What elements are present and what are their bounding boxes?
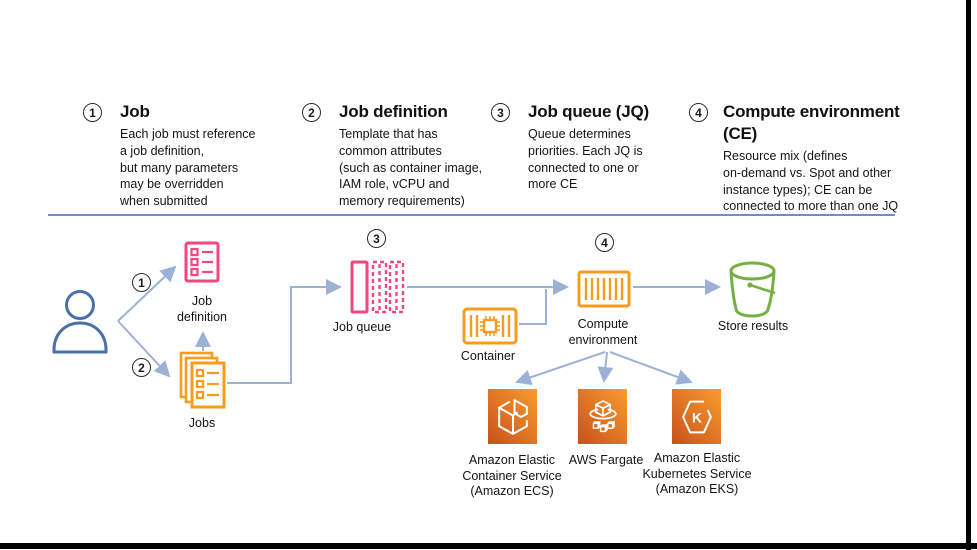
legend-desc-job: Each job must reference a job definition… [120, 127, 256, 209]
diagram-badge-4: 4 [595, 233, 614, 252]
label-ecs: Amazon Elastic Container Service (Amazon… [462, 453, 562, 498]
arrow-ce-to-eks [609, 351, 693, 385]
legend-item-compute-environment: Compute environment (CE) Resource mix (d… [723, 101, 933, 215]
legend-item-job-queue: Job queue (JQ) Queue determines prioriti… [528, 101, 693, 193]
legend-title-job-queue: Job queue (JQ) [528, 102, 649, 121]
jobs-icon [179, 351, 226, 409]
legend-desc-job-definition: Template that has common attributes (suc… [339, 127, 483, 209]
svg-text:K: K [692, 409, 702, 425]
label-fargate: AWS Fargate [568, 453, 644, 467]
legend-badge-1: 1 [83, 103, 102, 122]
user-icon [52, 290, 108, 354]
arrow-jobs-to-job-queue [227, 279, 342, 384]
label-eks: Amazon Elastic Kubernetes Service (Amazo… [642, 451, 752, 496]
label-job-queue: Job queue [332, 320, 392, 334]
ecs-icon [488, 389, 537, 444]
fargate-icon [578, 389, 627, 444]
screenshot-bottom-border [0, 543, 977, 549]
diagram-badge-1: 1 [132, 273, 151, 292]
screenshot-right-border [966, 0, 971, 550]
diagram-badge-2: 2 [132, 358, 151, 377]
arrow-user-to-job-definition [117, 265, 177, 322]
legend-item-job: Job Each job must reference a job defini… [120, 101, 305, 210]
label-store-results: Store results [717, 319, 789, 333]
legend-title-job-definition: Job definition [339, 102, 448, 121]
label-jobs: Jobs [188, 416, 216, 430]
store-results-bucket-icon [729, 261, 776, 318]
legend-badge-4: 4 [689, 103, 708, 122]
legend-badge-3: 3 [491, 103, 510, 122]
arrow-ce-to-fargate [597, 351, 614, 383]
eks-icon: K [672, 389, 721, 444]
arrow-ce-to-ecs [515, 351, 606, 386]
diagram-badge-3: 3 [367, 229, 386, 248]
job-definition-icon [184, 241, 220, 283]
legend-title-compute-environment: Compute environment (CE) [723, 102, 900, 143]
container-icon [462, 307, 518, 345]
arrow-user-to-jobs [117, 320, 171, 378]
legend-item-job-definition: Job definition Template that has common … [339, 101, 524, 210]
legend-badge-2: 2 [302, 103, 321, 122]
line-container-to-flow [519, 289, 547, 325]
job-queue-icon [350, 260, 405, 314]
label-compute-environment: Compute environment [568, 317, 638, 347]
section-divider [48, 214, 895, 216]
legend-desc-compute-environment: Resource mix (defines on-demand vs. Spot… [723, 149, 899, 214]
label-container: Container [460, 349, 516, 363]
legend-title-job: Job [120, 102, 150, 121]
compute-environment-icon [577, 270, 631, 308]
label-job-definition: Job definition [176, 294, 228, 324]
legend-desc-job-queue: Queue determines priorities. Each JQ is … [528, 127, 643, 192]
